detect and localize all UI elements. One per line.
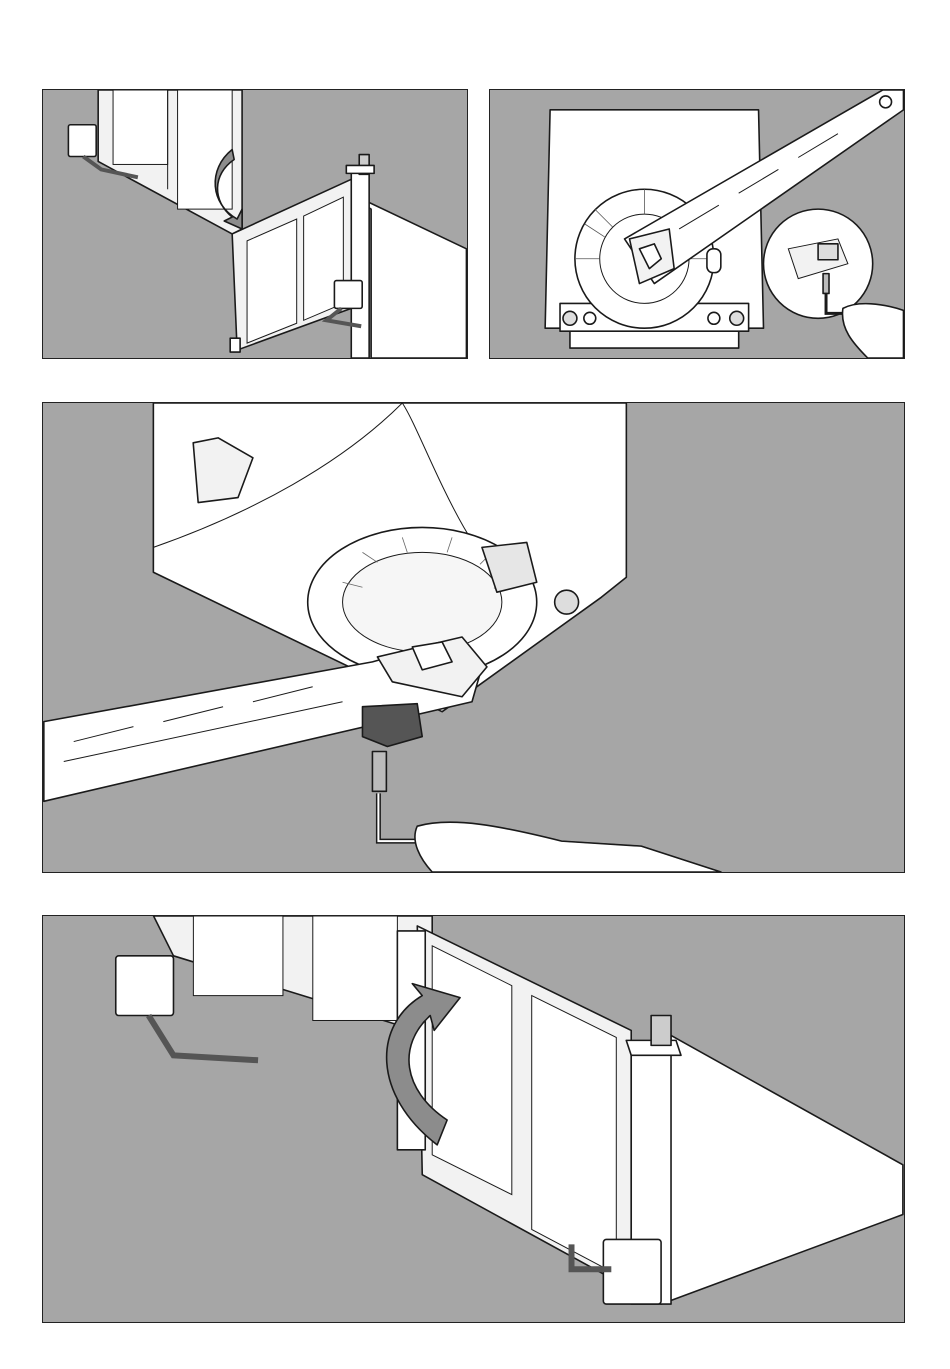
gate-open-illustration [43,916,904,1322]
motor-left [116,956,174,1016]
stop-mount-illustration [43,403,904,872]
gate-closed-illustration [43,90,467,358]
stop-fitting [707,249,721,273]
hand-icon [415,822,721,872]
hand-icon [842,304,903,358]
motor-arm-illustration [490,90,904,358]
panel-gate-closed-overview [42,89,468,359]
motor-right [603,1239,661,1304]
motor-left [68,125,96,157]
panel-motor-arm-detail [489,89,905,359]
stop-fitting [362,704,422,747]
panel-gate-open-overview [42,915,905,1323]
panel-stop-mount-closeup [42,402,905,873]
motor-right [334,281,362,309]
screw-icon [823,274,829,294]
screw-icon [372,752,386,792]
